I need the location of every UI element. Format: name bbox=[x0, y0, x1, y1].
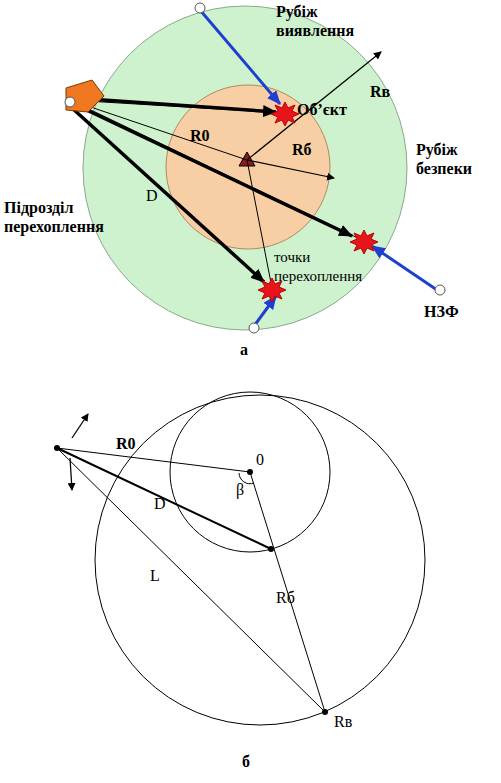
distance-label: D bbox=[154, 494, 166, 513]
object-label: Об’єкт bbox=[297, 100, 347, 119]
angle-label: β bbox=[236, 480, 244, 499]
panel-caption: б bbox=[242, 752, 250, 771]
center-label: 0 bbox=[256, 450, 264, 469]
zone-label: Рубіж виявлення bbox=[276, 2, 376, 40]
unit-label: Підрозділ перехоплення bbox=[4, 198, 134, 236]
radius-label: Rб bbox=[276, 588, 295, 607]
fire-weapon-label: НЗФ bbox=[424, 302, 459, 321]
distance-label: L bbox=[150, 566, 160, 585]
radius-label: Rб bbox=[292, 140, 312, 159]
panel-caption: а bbox=[240, 340, 248, 359]
radius-label: R0 bbox=[116, 434, 136, 453]
distance-label: D bbox=[146, 186, 158, 205]
radius-label: R0 bbox=[190, 126, 210, 145]
zone-label: Рубіж безпеки bbox=[416, 140, 496, 178]
radius-label: Rв bbox=[370, 82, 390, 101]
radius-label: Rв bbox=[334, 712, 352, 731]
points-label: точки перехоплення bbox=[274, 248, 364, 286]
